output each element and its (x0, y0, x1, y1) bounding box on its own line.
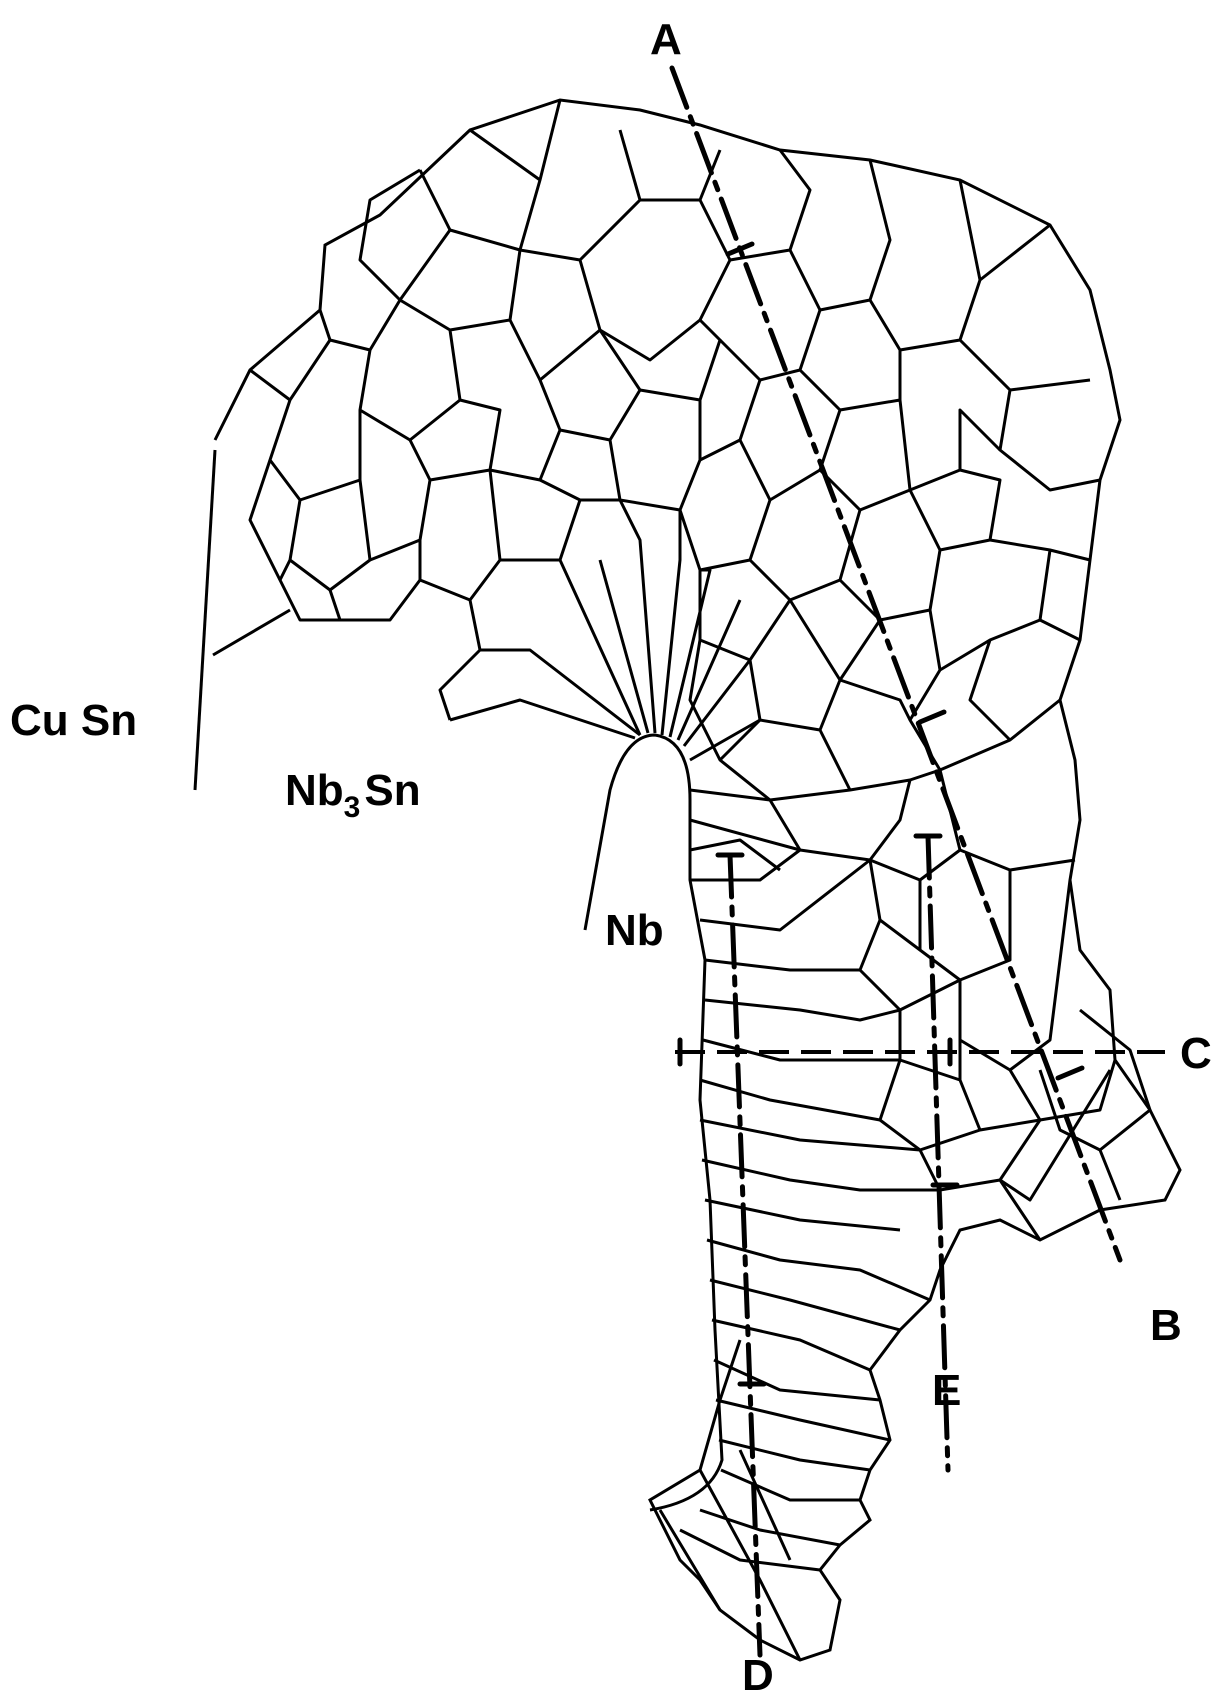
matrix-boundary-line (195, 450, 215, 790)
phase-label-nb3sn-tail: Sn (364, 766, 420, 815)
nb-core-outline (585, 735, 722, 1510)
scan-label-a: A (650, 15, 682, 64)
scan-label-c: C (1180, 1029, 1212, 1078)
scan-label-b: B (1150, 1301, 1182, 1350)
phase-label-cusn: Cu Sn (10, 696, 137, 745)
phase-label-nb3sn-main: Nb (285, 766, 344, 815)
matrix-boundary-leader (213, 610, 290, 655)
phase-label-nb: Nb (605, 906, 664, 955)
phase-label-nb3sn: Nb3Sn (285, 766, 421, 824)
scan-label-d: D (742, 1651, 774, 1691)
scan-tick (920, 712, 944, 722)
phase-label-nb3sn-subscript: 3 (344, 791, 361, 824)
scan-label-e: E (932, 1366, 961, 1415)
scan-tick (1058, 1068, 1082, 1078)
